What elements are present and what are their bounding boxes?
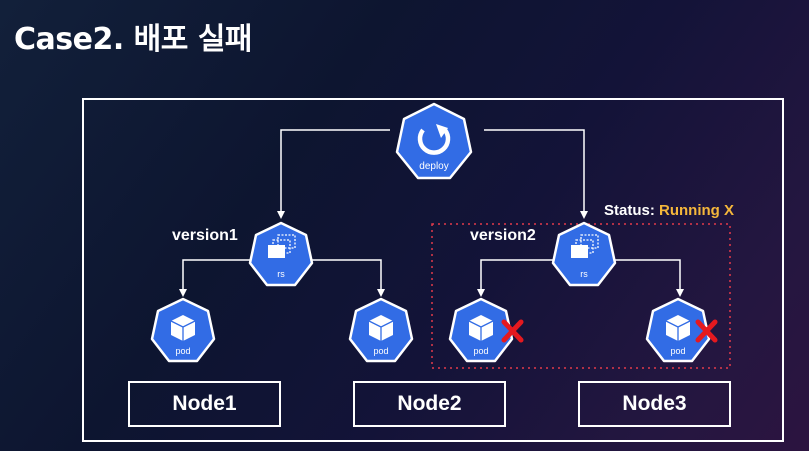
rs1-label: rs — [277, 269, 285, 279]
failure-region — [431, 223, 731, 369]
version1-label: version1 — [172, 227, 238, 244]
pod2-label: pod — [373, 346, 388, 356]
rs2-label: rs — [580, 269, 588, 279]
version2-label: version2 — [470, 227, 536, 244]
pod-icon-4: pod — [645, 297, 711, 363]
status-value: Running X — [659, 202, 735, 219]
rs2-to-pod3-connector — [477, 259, 555, 297]
connectors — [179, 129, 684, 297]
replicaset-icon-2: rs — [551, 221, 617, 287]
deploy-label: deploy — [419, 161, 448, 172]
pod-icon-2: pod — [348, 297, 414, 363]
deploy-icon: deploy — [395, 102, 473, 180]
pod1-label: pod — [175, 346, 190, 356]
pod4-label: pod — [670, 346, 685, 356]
node-box-3: Node3 — [578, 381, 731, 427]
fail-x-icon-2 — [695, 319, 718, 343]
status-text: Status: Running X — [604, 202, 734, 219]
node-box-2: Node2 — [353, 381, 506, 427]
pod3-label: pod — [473, 346, 488, 356]
diagram-frame — [82, 98, 784, 442]
status-prefix: Status: — [604, 202, 655, 219]
deploy-to-rs1-connector — [277, 129, 390, 219]
rs2-to-pod4-connector — [615, 259, 684, 297]
slide-title: Case2. 배포 실패 — [14, 22, 253, 57]
fail-x-icon-1 — [501, 319, 524, 343]
replicaset-icon-1: rs — [248, 221, 314, 287]
node-box-1: Node1 — [128, 381, 281, 427]
pod-icon-1: pod — [150, 297, 216, 363]
rs1-to-pod2-connector — [311, 259, 385, 297]
deploy-to-rs2-connector — [484, 129, 588, 219]
pod-icon-3: pod — [448, 297, 514, 363]
rs1-to-pod1-connector — [179, 259, 250, 297]
